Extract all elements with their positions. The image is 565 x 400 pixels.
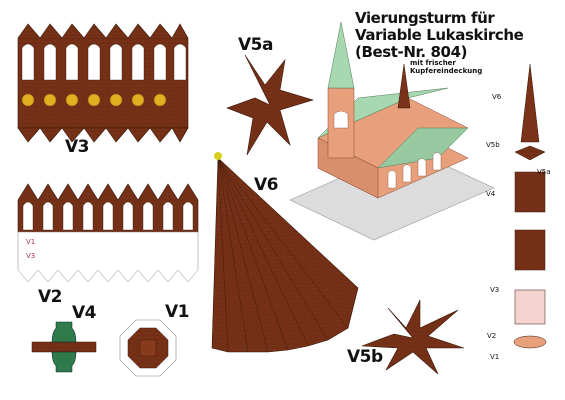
tab-label-v1: V1 xyxy=(26,238,36,246)
title-line-2: Variable Lukaskirche xyxy=(355,26,524,44)
page-subtitle: mit frischer Kupfereindeckung xyxy=(410,59,482,75)
part-v5a-star xyxy=(226,54,315,156)
assembly-label-v1: V1 xyxy=(490,353,500,361)
assembly-label-v6: V6 xyxy=(492,93,502,101)
tab-label-v3: V3 xyxy=(26,252,36,260)
label-v6: V6 xyxy=(254,175,279,195)
subtitle-line-2: Kupfereindeckung xyxy=(410,67,483,75)
assembly-label-v5b: V5b xyxy=(486,141,500,149)
assembly-label-v5a: V5a xyxy=(537,168,551,176)
title-line-1: Vierungsturm für xyxy=(355,9,495,27)
page-title: Vierungsturm für Variable Lukaskirche (B… xyxy=(355,9,524,61)
subtitle-line-1: mit frischer xyxy=(410,59,456,67)
label-v2: V2 xyxy=(38,287,63,307)
assembly-label-v3: V3 xyxy=(490,286,500,294)
church-illustration xyxy=(289,21,495,241)
part-v3-strip xyxy=(17,23,189,143)
part-v1-octagon xyxy=(119,319,177,377)
part-v4-bell xyxy=(31,321,97,373)
label-v5a: V5a xyxy=(238,35,273,55)
assembly-label-v4: V4 xyxy=(486,190,496,198)
label-v4: V4 xyxy=(72,303,97,323)
part-v6-fan xyxy=(211,152,359,353)
label-v1: V1 xyxy=(165,302,190,322)
part-v5b-star xyxy=(361,299,465,375)
part-v2-strip xyxy=(17,183,199,283)
title-line-3: (Best-Nr. 804) xyxy=(355,43,468,61)
label-v3: V3 xyxy=(65,137,90,157)
assembly-label-v2: V2 xyxy=(487,332,497,340)
label-v5b: V5b xyxy=(347,347,383,367)
assembly-diagram xyxy=(513,63,547,349)
